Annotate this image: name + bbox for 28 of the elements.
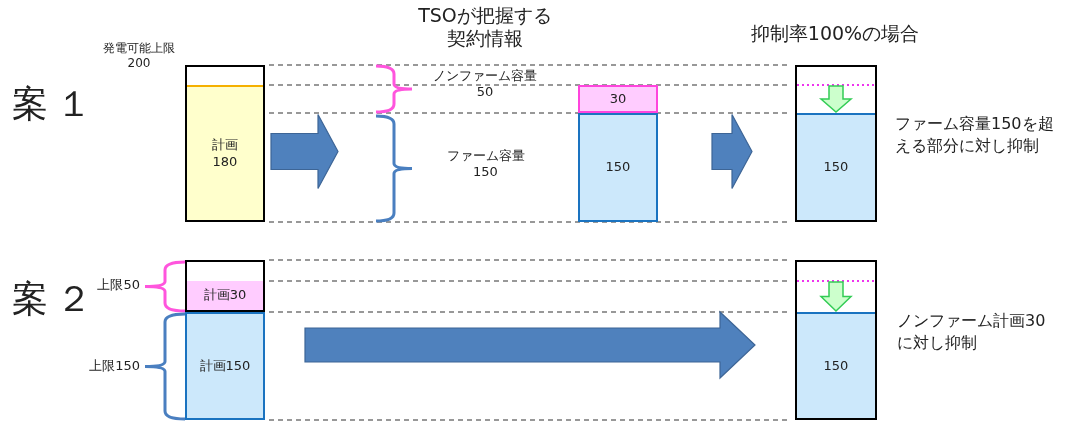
note-text: ノンファーム計画30に対し抑制 [897,310,1047,354]
plan-bar [187,85,263,220]
brace-label: ノンファーム容量50 [432,68,538,100]
bar-value: 150 [823,357,849,375]
note-text: ファーム容量150を超える部分に対し抑制 [895,113,1055,157]
brace-label: 上限150 [88,358,140,374]
bar-value: 150 [823,159,849,176]
bar-value: 計画180 [211,137,239,170]
block-arrow [270,113,339,190]
firm-bar [797,113,875,220]
brace-label: ファーム容量150 [445,148,526,180]
column-header: TSOが把握する契約情報 [417,4,553,50]
capacity-column [185,260,265,312]
plan-bar [185,312,265,420]
firm-bar [797,312,875,418]
column-heading: 発電可能上限200 [102,41,176,71]
bar-value: 計画150 [199,357,251,375]
brace-label: 上限50 [96,277,140,293]
block-arrow [304,310,756,380]
case-title: 案１ [12,82,101,126]
bar-value: 30 [609,90,627,108]
plan-bar [187,281,263,310]
bar-value: 計画30 [203,287,247,304]
block-arrow [711,113,753,190]
firm-bar [578,113,658,222]
bar-value: 150 [605,159,631,176]
column-header: 抑制率100%の場合 [749,22,921,45]
nonfirm-bar [578,85,658,113]
